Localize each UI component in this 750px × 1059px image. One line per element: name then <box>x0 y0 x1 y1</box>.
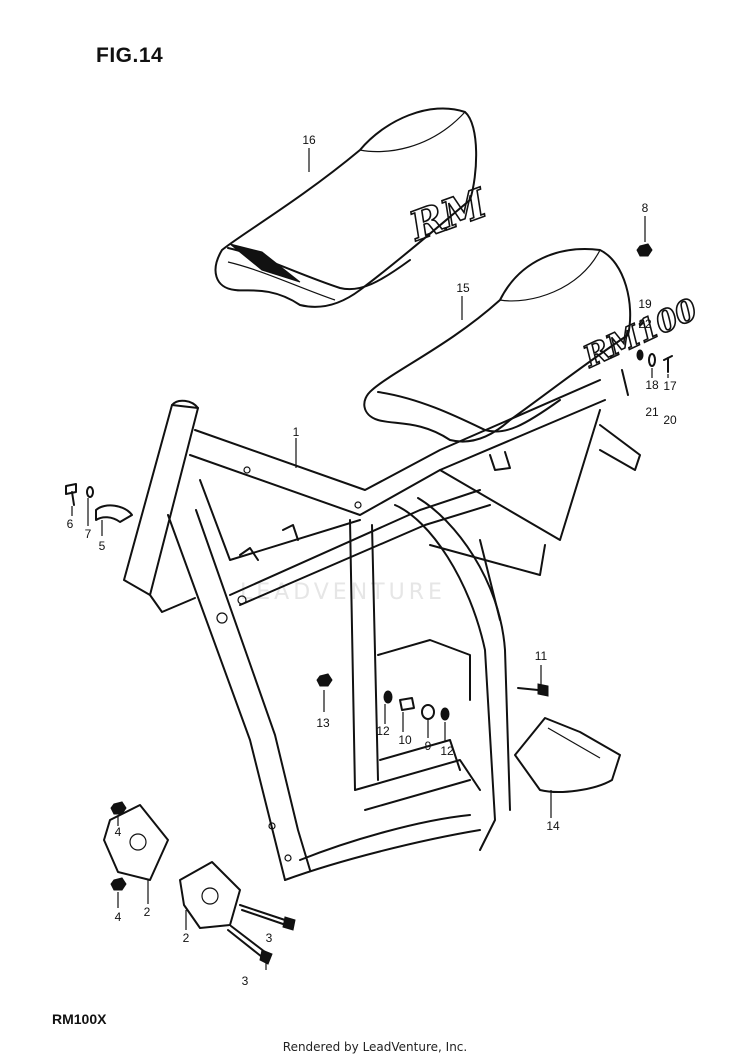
callout-5: 5 <box>99 539 106 553</box>
callout-17: 17 <box>663 379 677 393</box>
part-4-nuts[interactable] <box>110 801 127 891</box>
callout-3a: 3 <box>266 931 273 945</box>
part-13-nut[interactable] <box>316 673 333 687</box>
seat-upper-logo: RM <box>403 179 494 251</box>
figure-title: FIG.14 <box>96 44 164 67</box>
part-8-nut[interactable] <box>636 243 653 257</box>
callout-labels: 1 2 2 3 3 4 4 5 6 7 8 9 10 11 12 12 13 1… <box>67 133 677 988</box>
part-10-collar[interactable] <box>399 697 415 711</box>
callout-13: 13 <box>316 716 330 730</box>
callout-4a: 4 <box>115 825 122 839</box>
watermark: LEADVENTURE <box>240 580 446 605</box>
callout-12a: 12 <box>376 724 390 738</box>
part-19-grommet[interactable] <box>636 349 644 361</box>
model-code: RM100X <box>52 1011 107 1027</box>
callout-21: 21 <box>645 405 659 419</box>
callout-16: 16 <box>302 133 316 147</box>
part-17-bolt[interactable] <box>663 355 673 373</box>
part-2-plates[interactable] <box>103 804 241 929</box>
callout-2a: 2 <box>144 905 151 919</box>
callout-10: 10 <box>398 733 412 747</box>
part-9-bushing[interactable] <box>421 704 435 720</box>
callout-20: 20 <box>663 413 677 427</box>
callout-3b: 3 <box>242 974 249 988</box>
callout-1: 1 <box>293 425 300 439</box>
part-11-bolt[interactable] <box>517 683 549 697</box>
callout-18: 18 <box>645 378 659 392</box>
callout-12b: 12 <box>440 744 454 758</box>
part-7-washer[interactable] <box>86 486 94 498</box>
part-12-spacers[interactable] <box>383 690 450 721</box>
frame[interactable] <box>123 369 641 881</box>
part-6-bolt[interactable] <box>65 483 77 506</box>
part-14-guard[interactable] <box>514 717 621 793</box>
part-18-washer[interactable] <box>648 353 656 367</box>
footer-credit: Rendered by LeadVenture, Inc. <box>282 1040 468 1054</box>
callout-2b: 2 <box>183 931 190 945</box>
callout-14: 14 <box>546 819 560 833</box>
callout-4b: 4 <box>115 910 122 924</box>
part-3-bolts[interactable] <box>227 904 296 965</box>
callout-7: 7 <box>85 527 92 541</box>
leader-lines <box>71 148 669 970</box>
seat-upper[interactable]: RM <box>214 107 495 308</box>
callout-22: 22 <box>638 317 652 331</box>
callout-15: 15 <box>456 281 470 295</box>
callout-11: 11 <box>535 649 548 663</box>
part-5-clamp[interactable] <box>95 504 133 523</box>
callout-6: 6 <box>67 517 74 531</box>
callout-9: 9 <box>425 739 432 753</box>
callout-8: 8 <box>642 201 649 215</box>
callout-19: 19 <box>638 297 652 311</box>
